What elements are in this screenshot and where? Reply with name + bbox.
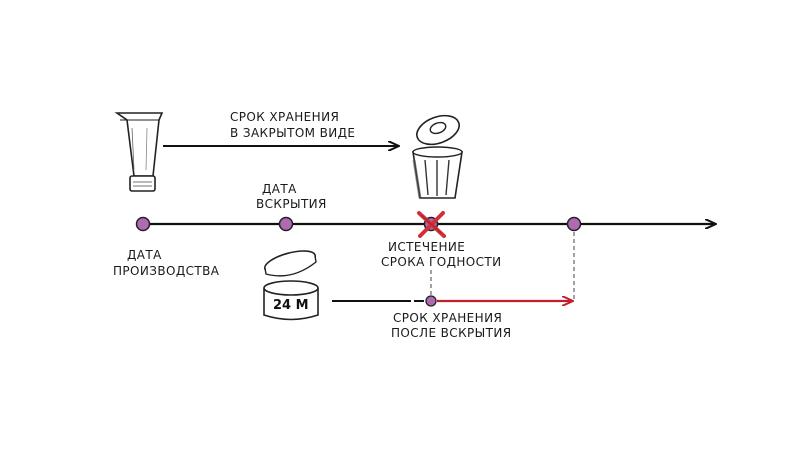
opening-date-label-line1: ДАТА bbox=[262, 182, 297, 196]
after-opening-end-marker bbox=[566, 216, 582, 232]
expiry-label-line1: ИСТЕЧЕНИЕ bbox=[388, 240, 465, 254]
after-opening-label-line2: ПОСЛЕ ВСКРЫТИЯ bbox=[391, 326, 511, 340]
production-date-label-line2: ПРОИЗВОДСТВА bbox=[113, 264, 220, 278]
after-opening-label-line1: СРОК ХРАНЕНИЯ bbox=[393, 311, 502, 325]
closed-shelf-life-label-line2: В ЗАКРЫТОМ ВИДЕ bbox=[230, 126, 355, 140]
production-date-label-line1: ДАТА bbox=[127, 248, 162, 262]
red-cross-icon bbox=[417, 211, 446, 238]
after-opening-start-marker bbox=[425, 295, 437, 307]
trash-can-icon bbox=[412, 114, 463, 199]
opening-date-label-line2: ВСКРЫТИЯ bbox=[256, 197, 327, 211]
cosmetic-tube-icon bbox=[114, 112, 164, 192]
cosmetic-jar-icon bbox=[263, 250, 319, 321]
opening-date-marker bbox=[278, 216, 294, 232]
closed-shelf-life-label-line1: СРОК ХРАНЕНИЯ bbox=[230, 110, 339, 124]
jar-pao-label: 24 M bbox=[273, 298, 309, 313]
production-date-marker bbox=[135, 216, 151, 232]
expiry-label-line2: СРОКА ГОДНОСТИ bbox=[381, 255, 502, 269]
